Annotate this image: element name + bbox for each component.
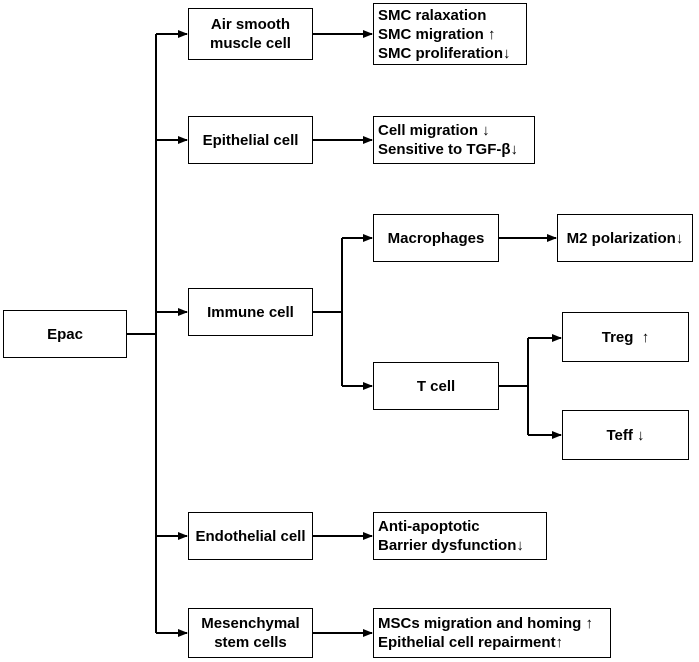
endothelial-cell-node: Endothelial cell: [188, 512, 313, 560]
epac-node: Epac: [3, 310, 127, 358]
effect-sensitive-tgf-beta: Sensitive to TGF-β↓: [378, 141, 519, 158]
macrophages-node: Macrophages: [373, 214, 499, 262]
air-smooth-muscle-cell-line-1: Air smooth: [210, 16, 291, 33]
air-smooth-muscle-cell-node: Air smooth muscle cell: [188, 8, 313, 60]
mesenchymal-stem-cells-line-1: Mesenchymal: [201, 615, 300, 632]
effect-smc-relaxation: SMC ralaxation: [378, 6, 487, 24]
t-cell-node: T cell: [373, 362, 499, 410]
endothelial-cell-label: Endothelial cell: [195, 527, 306, 545]
m2-polarization-node: M2 polarization↓: [557, 214, 693, 262]
air-smooth-muscle-effects: SMC ralaxation SMC migration ↑ SMC proli…: [373, 3, 527, 65]
effect-m2-polarization: M2 polarization↓: [566, 229, 684, 247]
endothelial-effects: Anti-apoptotic Barrier dysfunction↓: [373, 512, 547, 560]
air-smooth-muscle-cell-line-2: muscle cell: [210, 35, 291, 52]
effect-smc-migration: SMC migration ↑: [378, 25, 496, 43]
immune-cell-node: Immune cell: [188, 288, 313, 336]
mesenchymal-stem-cells-line-2: stem cells: [214, 634, 287, 651]
teff-node: Teff ↓: [562, 410, 689, 460]
macrophages-label: Macrophages: [387, 229, 485, 247]
mesenchymal-effects: MSCs migration and homing ↑ Epithelial c…: [373, 608, 611, 658]
t-cell-label: T cell: [416, 377, 456, 395]
epithelial-effects: Cell migration ↓ Sensitive to TGF-β↓: [373, 116, 535, 164]
effect-teff: Teff ↓: [606, 426, 645, 444]
epithelial-cell-label: Epithelial cell: [202, 131, 299, 149]
epac-label: Epac: [47, 325, 83, 343]
effect-epithelial-repairment: Epithelial cell repairment↑: [378, 634, 564, 651]
effect-msc-migration-homing: MSCs migration and homing ↑: [378, 615, 594, 632]
mesenchymal-stem-cells-node: Mesenchymal stem cells: [188, 608, 313, 658]
effect-treg: Treg ↑: [601, 328, 650, 346]
effect-smc-proliferation: SMC proliferation↓: [378, 44, 511, 62]
effect-barrier-dysfunction: Barrier dysfunction↓: [378, 537, 524, 554]
epithelial-cell-node: Epithelial cell: [188, 116, 313, 164]
effect-cell-migration: Cell migration ↓: [378, 122, 490, 139]
treg-node: Treg ↑: [562, 312, 689, 362]
effect-anti-apoptotic: Anti-apoptotic: [378, 518, 480, 535]
immune-cell-label: Immune cell: [207, 303, 294, 321]
